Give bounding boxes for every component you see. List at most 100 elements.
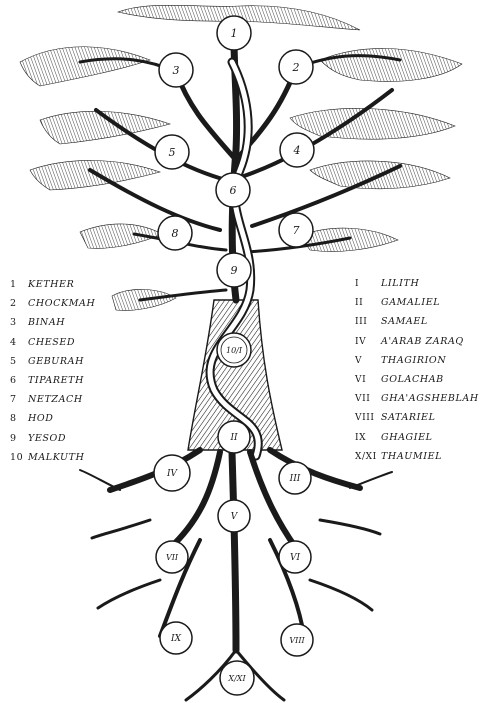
legend-numeral: VII	[355, 394, 371, 405]
node-6: 6	[215, 172, 251, 208]
legend-numeral: V	[355, 355, 363, 366]
node-3-label: 3	[173, 64, 180, 77]
node-9: 9	[216, 252, 252, 288]
trunk	[187, 57, 283, 461]
root-nodes: II IV III V VII VI IX VIII X/XI	[153, 420, 314, 696]
node-2: 2	[278, 49, 314, 85]
legend-name: BINAH	[28, 317, 66, 329]
legend-item: 2 CHOCKMAH	[10, 294, 95, 313]
legend-name: KETHER	[28, 279, 75, 290]
node-1: 1	[216, 15, 252, 51]
legend-name: HOD	[28, 413, 54, 425]
legend-numeral: I	[355, 279, 360, 289]
node-VII: VII	[155, 540, 189, 574]
legend-item: IV A'ARAB ZARAQ	[355, 332, 479, 351]
legend-numeral: II	[355, 298, 364, 309]
qliphoth-legend: I LILITH II GAMALIEL III SAMAEL IV A'ARAB ZA…	[355, 274, 479, 466]
node-III: III	[278, 461, 312, 495]
legend-name: GOLACHAB	[381, 373, 444, 385]
legend-number: 9	[10, 432, 17, 444]
legend-name: GHA'AGSHEBLAH	[381, 393, 479, 405]
node-4-label: 4	[293, 144, 301, 157]
legend-name: NETZACH	[28, 394, 83, 406]
legend-name: CHOCKMAH	[28, 298, 96, 310]
node-7: 7	[278, 212, 314, 248]
legend-item: 10 MALKUTH	[10, 448, 95, 467]
roots	[79, 447, 393, 702]
legend-number: 5	[10, 355, 17, 367]
legend-number: 7	[10, 394, 17, 406]
node-V: V	[217, 499, 251, 533]
legend-item: VI GOLACHAB	[355, 370, 479, 389]
legend-number: 10	[10, 451, 24, 463]
legend-name: A'ARAB ZARAQ	[381, 335, 464, 347]
node-VII-label: VII	[166, 553, 179, 562]
node-IV-label: IV	[166, 469, 179, 479]
legend-number: 6	[10, 374, 17, 386]
legend-item: II GAMALIEL	[355, 293, 479, 312]
node-1-label: 1	[231, 27, 238, 40]
node-IV: IV	[153, 454, 191, 492]
legend-item: VII GHA'AGSHEBLAH	[355, 389, 479, 408]
legend-name: GEBURAH	[28, 355, 85, 367]
node-X-XI: X/XI	[219, 660, 255, 696]
node-5-label: 5	[169, 146, 176, 159]
node-8: 8	[157, 215, 193, 251]
legend-name: YESOD	[28, 432, 67, 444]
legend-number: 4	[10, 336, 17, 348]
node-VIII: VIII	[280, 623, 314, 657]
node-VIII-label: VIII	[289, 636, 305, 645]
node-VI-label: VI	[290, 553, 300, 563]
node-10-I-label: 10/I	[226, 346, 243, 355]
crown-nodes: 1 3 2 5 4 6 8 7 9 10/I	[154, 15, 315, 368]
legend-item: X/XI THAUMIEL	[355, 447, 479, 466]
legend-item: 7 NETZACH	[10, 390, 95, 409]
legend-item: III SAMAEL	[355, 312, 479, 331]
legend-item: 1 KETHER	[10, 275, 95, 294]
legend-item: 6 TIPARETH	[10, 371, 95, 390]
legend-item: 5 GEBURAH	[10, 352, 95, 371]
legend-number: 2	[10, 298, 17, 310]
legend-name: THAUMIEL	[381, 450, 443, 462]
node-4: 4	[279, 132, 315, 168]
node-7-label: 7	[293, 224, 300, 237]
legend-numeral: IV	[355, 336, 367, 347]
node-IX-label: IX	[170, 634, 182, 644]
legend-numeral: IX	[355, 432, 367, 443]
legend-item: I LILITH	[355, 274, 479, 293]
legend-name: LILITH	[381, 278, 420, 289]
legend-numeral: VI	[355, 374, 367, 385]
legend-name: GAMALIEL	[381, 297, 441, 309]
legend-name: MALKUTH	[28, 451, 85, 463]
legend-name: GHAGIEL	[381, 431, 433, 443]
legend-name: THAGIRION	[381, 354, 447, 366]
legend-number: 3	[10, 317, 17, 329]
legend-item: V THAGIRION	[355, 351, 479, 370]
legend-number: 8	[10, 413, 17, 425]
node-V-label: V	[231, 512, 239, 522]
node-X-XI-label: X/XI	[227, 674, 246, 683]
node-VI: VI	[278, 540, 312, 574]
node-2-label: 2	[292, 61, 300, 74]
node-6-label: 6	[230, 184, 237, 197]
node-5: 5	[154, 134, 190, 170]
legend-name: SATARIEL	[381, 412, 436, 424]
legend-numeral: X/XI	[355, 451, 377, 462]
node-IX: IX	[159, 621, 193, 655]
node-8-label: 8	[172, 227, 179, 240]
legend-name: SAMAEL	[381, 316, 428, 328]
legend-item: 9 YESOD	[10, 429, 95, 448]
node-9-label: 9	[231, 264, 238, 277]
legend-item: IX GHAGIEL	[355, 428, 479, 447]
legend-item: 3 BINAH	[10, 313, 95, 332]
legend-number: 1	[10, 279, 17, 290]
node-10-I: 10/I	[216, 332, 252, 368]
node-II-label: II	[229, 433, 238, 443]
legend-numeral: III	[355, 317, 368, 328]
legend-name: TIPARETH	[28, 374, 84, 386]
node-III-label: III	[289, 474, 301, 484]
